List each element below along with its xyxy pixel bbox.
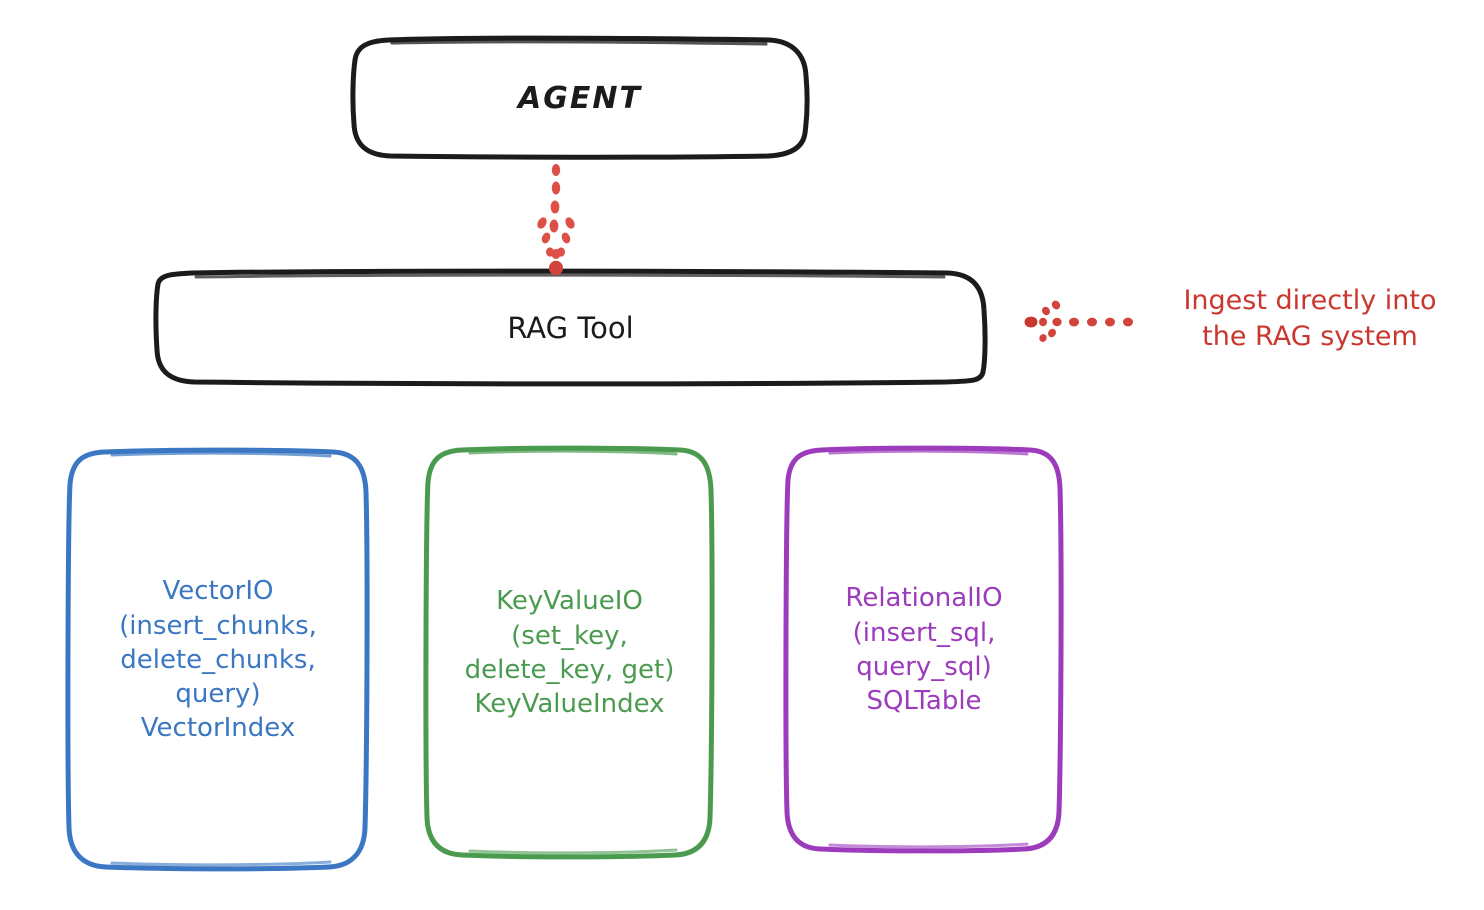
agent-to-rag-tool-arrow (537, 164, 575, 276)
relational-io-box-outline[interactable] (783, 445, 1064, 854)
keyvalue-io-box-outline[interactable] (423, 445, 715, 860)
agent-box-outline[interactable] (350, 35, 810, 160)
ingest-note-arrow (1024, 300, 1133, 342)
vector-io-box-outline[interactable] (65, 447, 370, 872)
rag-tool-box-outline[interactable] (153, 268, 988, 387)
